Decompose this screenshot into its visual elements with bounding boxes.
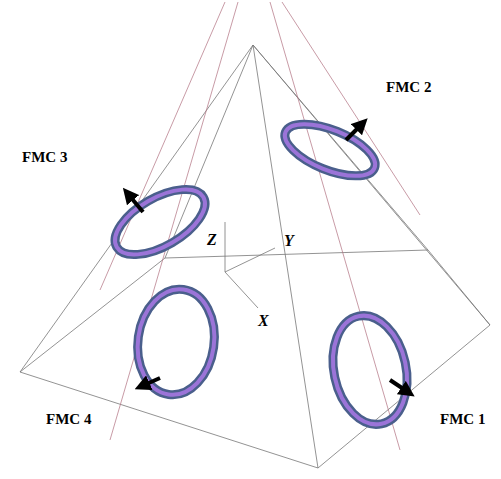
coil-label: FMC 1 [440,412,485,427]
axis-label: Z [207,232,217,248]
coil-label: FMC 3 [22,150,67,165]
coil-label: FMC 4 [46,412,91,427]
coil-label: FMC 2 [386,80,431,95]
axis-label: Y [284,233,294,249]
axis-label: X [258,313,269,329]
